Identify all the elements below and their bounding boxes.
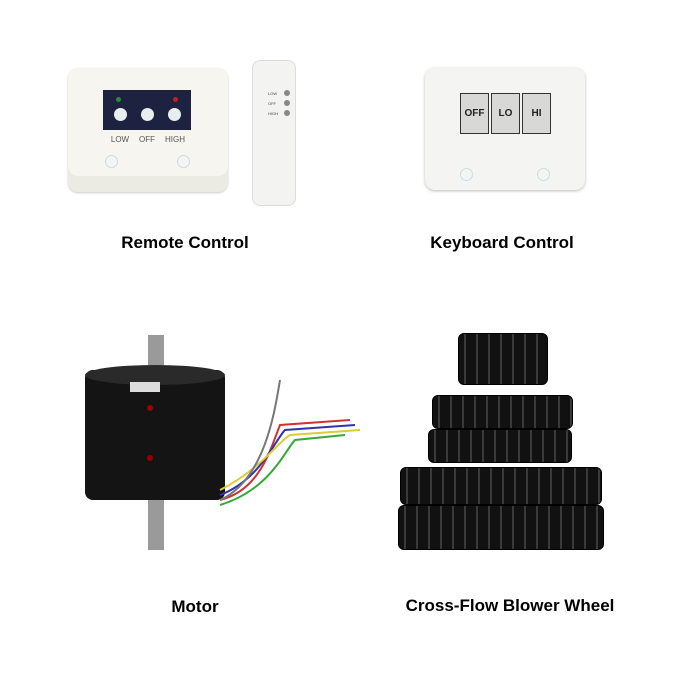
- remote-label-off: OFF: [268, 101, 276, 106]
- screw-icon: [177, 155, 190, 168]
- blower-wheel: [458, 333, 548, 385]
- screw-icon: [537, 168, 550, 181]
- key-off: OFF: [460, 93, 489, 134]
- handheld-remote: [252, 60, 296, 206]
- off-button: [141, 108, 154, 121]
- caption-cross-flow-blower-wheel: Cross-Flow Blower Wheel: [405, 596, 615, 615]
- remote-button: [284, 100, 290, 106]
- blower-wheel: [400, 467, 602, 505]
- low-button: [114, 108, 127, 121]
- key-hi: HI: [522, 93, 551, 134]
- panel-label-off: OFF: [139, 135, 155, 144]
- remote-label-low: LOW: [268, 91, 278, 96]
- red-led-icon: [173, 97, 178, 102]
- remote-label-high: HIGH: [268, 111, 278, 116]
- high-button: [168, 108, 181, 121]
- panel-label-low: LOW: [110, 135, 130, 144]
- blower-wheel: [428, 429, 572, 463]
- wall-control-box: [68, 68, 228, 192]
- caption-keyboard-control: Keyboard Control: [430, 233, 574, 252]
- key-lo: LO: [491, 93, 520, 134]
- caption-motor: Motor: [171, 597, 219, 616]
- screw-icon: [105, 155, 118, 168]
- blower-wheel: [432, 395, 573, 429]
- panel-label-high: HIGH: [165, 135, 185, 144]
- caption-remote-control: Remote Control: [121, 233, 249, 252]
- green-led-icon: [116, 97, 121, 102]
- screw-icon: [460, 168, 473, 181]
- remote-button: [284, 110, 290, 116]
- blower-wheel: [398, 505, 604, 550]
- remote-button: [284, 90, 290, 96]
- motor-image: [85, 335, 361, 550]
